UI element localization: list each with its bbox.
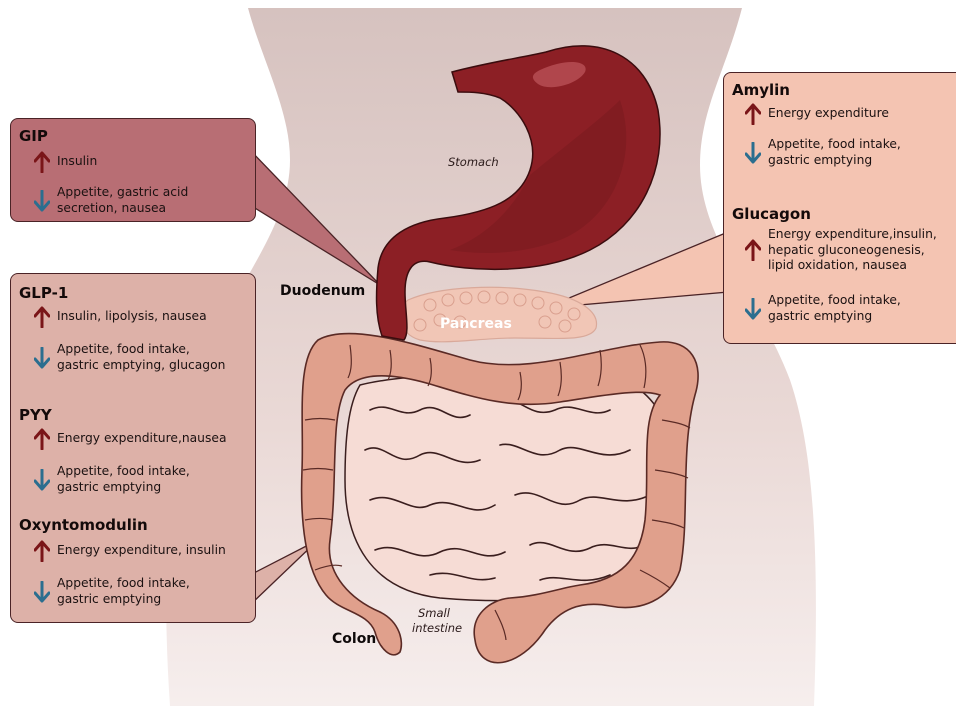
glucagon-down-line1: Appetite, food intake, bbox=[768, 293, 901, 307]
gip-down-line2: secretion, nausea bbox=[57, 201, 166, 215]
pancreas-label: Pancreas bbox=[440, 316, 512, 332]
pyy-down-line2: gastric emptying bbox=[57, 480, 161, 494]
up-arrow-icon bbox=[742, 103, 764, 125]
down-arrow-icon bbox=[31, 469, 53, 491]
amylin-glucagon-box: Amylin Energy expenditure Appetite, food… bbox=[723, 72, 956, 344]
glp1-pyy-oxm-box: GLP-1 Insulin, lipolysis, nausea Appetit… bbox=[10, 273, 256, 623]
glucagon-up-line1: Energy expenditure,insulin, bbox=[768, 227, 937, 241]
up-arrow-icon bbox=[31, 428, 53, 450]
glp1-down-line2: gastric emptying, glucagon bbox=[57, 358, 225, 372]
amylin-down-line1: Appetite, food intake, bbox=[768, 137, 901, 151]
amylin-down-line2: gastric emptying bbox=[768, 153, 872, 167]
pyy-title: PYY bbox=[19, 406, 52, 424]
amylin-down-text: Appetite, food intake, gastric emptying bbox=[768, 137, 901, 168]
pyy-down-line1: Appetite, food intake, bbox=[57, 464, 190, 478]
amylin-down-row: Appetite, food intake, gastric emptying bbox=[742, 137, 901, 168]
gip-box: GIP Insulin Appetite, gastric acid secret… bbox=[10, 118, 256, 222]
gip-down-text: Appetite, gastric acid secretion, nausea bbox=[57, 185, 188, 216]
down-arrow-icon bbox=[742, 298, 764, 320]
amylin-title: Amylin bbox=[732, 81, 790, 99]
pyy-up-row: Energy expenditure,nausea bbox=[31, 428, 226, 450]
gip-down-row: Appetite, gastric acid secretion, nausea bbox=[31, 185, 188, 216]
small-intestine-label-line2: intestine bbox=[412, 621, 462, 635]
glucagon-up-line3: lipid oxidation, nausea bbox=[768, 258, 907, 272]
up-arrow-icon bbox=[31, 151, 53, 173]
amylin-up-text: Energy expenditure bbox=[768, 106, 889, 122]
glp1-up-row: Insulin, lipolysis, nausea bbox=[31, 306, 207, 328]
glucagon-down-row: Appetite, food intake, gastric emptying bbox=[742, 293, 901, 324]
oxyntomodulin-up-text: Energy expenditure, insulin bbox=[57, 543, 226, 559]
down-arrow-icon bbox=[31, 347, 53, 369]
duodenum-label: Duodenum bbox=[280, 283, 365, 299]
down-arrow-icon bbox=[31, 581, 53, 603]
oxyntomodulin-down-line2: gastric emptying bbox=[57, 592, 161, 606]
gip-down-line1: Appetite, gastric acid bbox=[57, 185, 188, 199]
up-arrow-icon bbox=[31, 540, 53, 562]
oxyntomodulin-title: Oxyntomodulin bbox=[19, 516, 148, 534]
glucagon-down-line2: gastric emptying bbox=[768, 309, 872, 323]
glucagon-up-text: Energy expenditure,insulin, hepatic gluco… bbox=[768, 227, 937, 274]
gip-title: GIP bbox=[19, 127, 48, 145]
gip-up-text: Insulin bbox=[57, 154, 97, 170]
glp1-down-row: Appetite, food intake, gastric emptying, … bbox=[31, 342, 225, 373]
pyy-down-row: Appetite, food intake, gastric emptying bbox=[31, 464, 190, 495]
oxyntomodulin-down-line1: Appetite, food intake, bbox=[57, 576, 190, 590]
colon-label: Colon bbox=[332, 631, 376, 647]
stomach-label: Stomach bbox=[448, 155, 499, 169]
oxyntomodulin-down-row: Appetite, food intake, gastric emptying bbox=[31, 576, 190, 607]
amylin-up-row: Energy expenditure bbox=[742, 103, 889, 125]
pyy-down-text: Appetite, food intake, gastric emptying bbox=[57, 464, 190, 495]
oxyntomodulin-down-text: Appetite, food intake, gastric emptying bbox=[57, 576, 190, 607]
glp1-down-line1: Appetite, food intake, bbox=[57, 342, 190, 356]
up-arrow-icon bbox=[742, 239, 764, 261]
glp1-up-text: Insulin, lipolysis, nausea bbox=[57, 309, 207, 325]
glucagon-down-text: Appetite, food intake, gastric emptying bbox=[768, 293, 901, 324]
gip-up-row: Insulin bbox=[31, 151, 97, 173]
glucagon-up-line2: hepatic gluconeogenesis, bbox=[768, 243, 925, 257]
small-intestine-label-line1: Small bbox=[418, 606, 450, 620]
glucagon-up-row: Energy expenditure,insulin, hepatic gluco… bbox=[742, 227, 937, 274]
down-arrow-icon bbox=[742, 142, 764, 164]
glp1-down-text: Appetite, food intake, gastric emptying, … bbox=[57, 342, 225, 373]
oxyntomodulin-up-row: Energy expenditure, insulin bbox=[31, 540, 226, 562]
pyy-up-text: Energy expenditure,nausea bbox=[57, 431, 226, 447]
up-arrow-icon bbox=[31, 306, 53, 328]
glucagon-title: Glucagon bbox=[732, 205, 811, 223]
down-arrow-icon bbox=[31, 190, 53, 212]
glp1-title: GLP-1 bbox=[19, 284, 68, 302]
